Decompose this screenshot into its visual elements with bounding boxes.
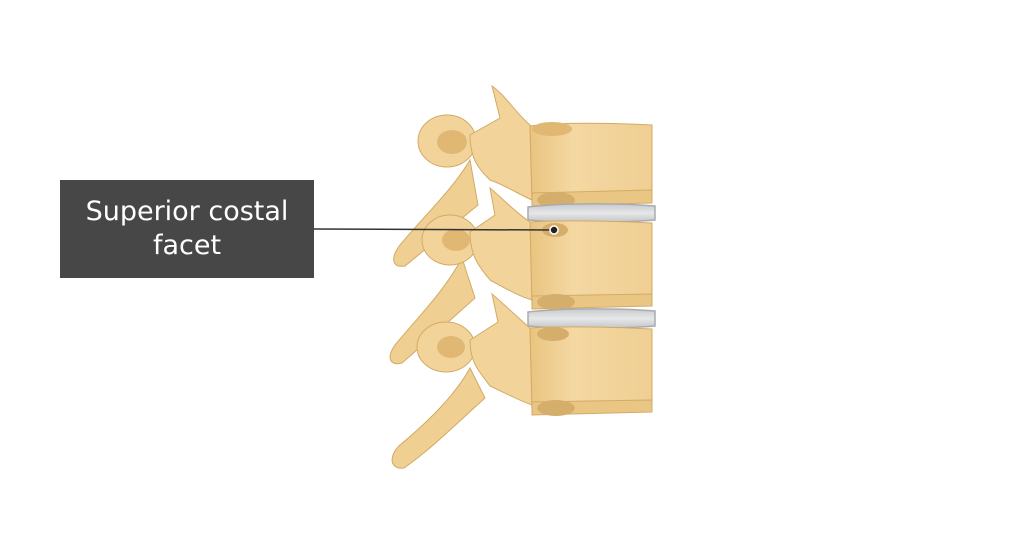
transverse-costal-facet-middle xyxy=(442,229,470,251)
inferior-facet-middle xyxy=(537,294,575,310)
spinous-process-lower xyxy=(391,366,486,469)
transverse-costal-facet-lower xyxy=(437,336,465,358)
superior-notch-upper xyxy=(532,122,572,136)
pedicle-middle xyxy=(469,186,533,301)
superior-facet-lower xyxy=(537,327,569,341)
vertebra-lower xyxy=(391,292,653,469)
vertebral-body-lower xyxy=(529,326,653,413)
label-line-2: facet xyxy=(152,230,222,261)
label-line-1: Superior costal xyxy=(85,196,289,227)
pedicle-upper xyxy=(469,84,533,201)
intervertebral-disc-1 xyxy=(527,203,656,223)
vertebral-body-middle xyxy=(529,220,653,307)
vertebra-upper xyxy=(393,84,653,267)
inferior-facet-lower xyxy=(537,400,575,416)
intervertebral-disc-2 xyxy=(527,308,656,329)
label-text: Superior costal facet xyxy=(86,195,289,263)
pedicle-lower xyxy=(469,292,533,406)
leader-line xyxy=(313,228,554,231)
vertebra-middle xyxy=(389,186,653,365)
leader-dot xyxy=(549,225,559,235)
transverse-costal-facet-upper xyxy=(437,130,467,154)
label-superior-costal-facet: Superior costal facet xyxy=(60,180,314,278)
